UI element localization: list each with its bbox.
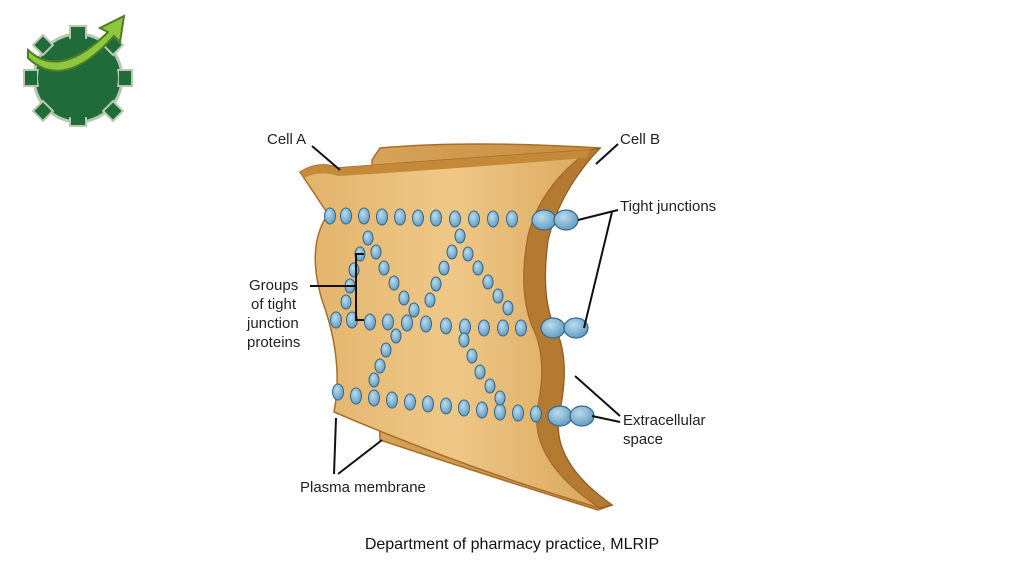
label-groups-line3: junction bbox=[246, 315, 299, 332]
label-groups-line1: Groups bbox=[249, 277, 298, 294]
label-groups-line4: proteins bbox=[247, 334, 300, 351]
leader-lines bbox=[310, 143, 621, 475]
label-extracellular-line2: space bbox=[623, 431, 663, 448]
label-cell-b: Cell B bbox=[620, 131, 660, 148]
arrow-shape bbox=[27, 14, 126, 72]
gear-arrow-logo-icon bbox=[23, 14, 133, 127]
tight-junction-pairs bbox=[531, 209, 595, 427]
cell-a-top-edge bbox=[300, 150, 590, 178]
label-groups-line2: of tight bbox=[251, 296, 297, 313]
label-plasma-membrane: Plasma membrane bbox=[300, 479, 426, 496]
junction-protein-strands bbox=[324, 207, 542, 423]
label-tight-junctions: Tight junctions bbox=[620, 198, 716, 215]
gear-shape bbox=[23, 25, 133, 127]
footer-caption: Department of pharmacy practice, MLRIP bbox=[364, 536, 660, 553]
label-extracellular-line1: Extracellular bbox=[623, 412, 706, 429]
label-cell-a: Cell A bbox=[267, 131, 306, 148]
